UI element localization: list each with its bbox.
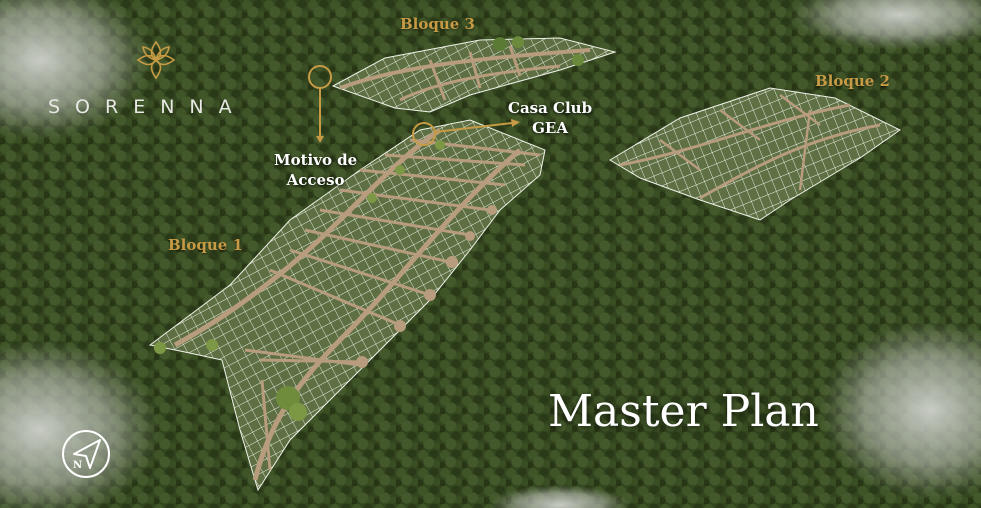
lotus-flower-icon (136, 40, 176, 80)
casa-club-line-2: GEA (532, 119, 568, 137)
bloque-1-label: Bloque 1 (168, 236, 243, 254)
motivo-de-acceso-label: Motivo de Acceso (274, 150, 357, 190)
bloque-1-lots (148, 119, 546, 492)
motivo-line-1: Motivo de (274, 151, 358, 169)
north-arrow-compass-icon: N (62, 430, 110, 478)
casa-club-line-1: Casa Club (508, 99, 593, 117)
motivo-line-2: Acceso (286, 171, 345, 189)
master-plan-title: Master Plan (548, 386, 819, 437)
compass-letter: N (73, 460, 82, 471)
brand-name: SORENNA (48, 96, 247, 118)
motivo-de-acceso-marker (308, 65, 332, 143)
casa-club-label: Casa Club GEA (508, 98, 592, 138)
bloque-3-lots (331, 36, 617, 113)
bloque-2-label: Bloque 2 (815, 72, 890, 90)
bloque-2-lots (609, 87, 901, 221)
casa-club-marker (412, 119, 520, 146)
bloque-3-label: Bloque 3 (400, 15, 475, 33)
